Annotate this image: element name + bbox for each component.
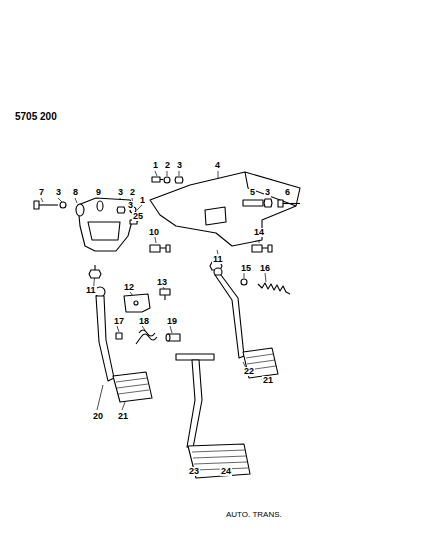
callout-number: 21 xyxy=(117,412,129,421)
callout-number: 5 xyxy=(249,188,256,197)
callout-number: 15 xyxy=(240,264,252,273)
callout-number: 21 xyxy=(262,376,274,385)
callout-number: 19 xyxy=(166,317,178,326)
callout-number: 3 xyxy=(117,188,124,197)
callout-number: 13 xyxy=(156,278,168,287)
callout-number: 2 xyxy=(129,188,136,197)
callout-number: 22 xyxy=(243,367,255,376)
callout-number: 10 xyxy=(148,228,160,237)
callout-number: 12 xyxy=(123,283,135,292)
callout-number: 6 xyxy=(284,188,291,197)
callout-number: 8 xyxy=(72,188,79,197)
callout-number: 11 xyxy=(212,255,224,264)
diagram-code: 5705 200 xyxy=(14,112,58,122)
callout-number: 3 xyxy=(55,188,62,197)
callout-number: 16 xyxy=(259,264,271,273)
callout-number: 9 xyxy=(95,188,102,197)
callout-number: 4 xyxy=(214,161,221,170)
callout-number: 3 xyxy=(127,201,134,210)
callout-number: 11 xyxy=(85,286,97,295)
callout-number: 1 xyxy=(152,161,159,170)
callout-number: 17 xyxy=(113,317,125,326)
callout-number: 2 xyxy=(164,161,171,170)
callout-number: 20 xyxy=(92,412,104,421)
callout-number: 7 xyxy=(38,188,45,197)
callout-number: 25 xyxy=(132,212,144,221)
callout-number: 1 xyxy=(139,196,146,205)
callout-number: 18 xyxy=(138,317,150,326)
caption-note: AUTO. TRANS. xyxy=(225,511,283,519)
callout-number: 24 xyxy=(220,467,232,476)
callout-number: 3 xyxy=(264,188,271,197)
callout-number: 3 xyxy=(176,161,183,170)
callout-number: 23 xyxy=(188,467,200,476)
callout-number: 14 xyxy=(253,228,265,237)
